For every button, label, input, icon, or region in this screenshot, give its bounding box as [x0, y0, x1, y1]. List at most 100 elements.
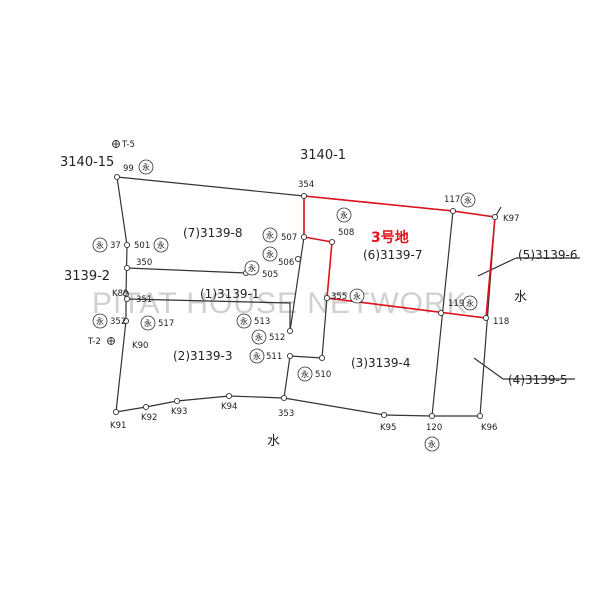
point-marker: [142, 403, 150, 411]
parcel-label: (1)3139-1: [200, 287, 260, 301]
stake-mark: 永: [244, 260, 260, 276]
point-label: 354: [298, 180, 314, 190]
point-marker: [112, 408, 120, 416]
point-label: 355: [331, 292, 347, 302]
svg-text:永: 永: [142, 162, 150, 172]
benchmark-t2: T-2: [87, 337, 115, 347]
stake-mark: 永: [251, 329, 267, 345]
stake-mark: 永: [336, 207, 352, 223]
point-label: K96: [481, 423, 497, 433]
line-351-512: [126, 298, 291, 331]
point-label: 117: [444, 195, 460, 205]
point-label: 513: [254, 317, 270, 327]
point-marker: [286, 327, 294, 335]
point-marker: [123, 241, 131, 249]
point-marker: [300, 233, 308, 241]
svg-text:永: 永: [266, 249, 274, 259]
stake-mark: 永: [349, 288, 365, 304]
svg-text:永: 永: [240, 316, 248, 326]
stake-mark: 永: [460, 192, 476, 208]
leader-4: [473, 357, 504, 380]
parcel-label: (5)3139-6: [518, 248, 578, 262]
point-label: 99: [123, 164, 134, 174]
point-marker: [437, 309, 445, 317]
point-label: 350: [136, 258, 152, 268]
point-marker: [113, 173, 121, 181]
stake-mark: 永: [153, 237, 169, 253]
parcel-label: 3140-1: [300, 148, 346, 163]
point-label: K91: [110, 421, 126, 431]
point-label: 507: [281, 233, 297, 243]
point-marker: [428, 412, 436, 420]
line-284-down: [283, 355, 291, 399]
line-510-355: [321, 297, 328, 359]
point-marker: [328, 238, 336, 246]
stake-mark: 永: [138, 159, 154, 175]
point-label: K92: [141, 413, 157, 423]
stake-mark: 永: [92, 237, 108, 253]
stake-mark: 永: [424, 436, 440, 452]
point-marker: [280, 394, 288, 402]
parcel-label: 3140-15: [60, 155, 114, 170]
bottom-boundary: [115, 395, 480, 417]
point-label: 510: [315, 370, 331, 380]
benchmark-t5-label: T-5: [121, 140, 135, 150]
point-label: 511: [266, 352, 282, 362]
water-label-south: 水: [267, 434, 280, 449]
point-label: 351: [136, 295, 152, 305]
survey-points: [112, 173, 499, 420]
point-marker: [173, 397, 181, 405]
point-marker: [323, 294, 331, 302]
benchmark-t2-label: T-2: [87, 337, 101, 347]
point-label: 353: [278, 409, 294, 419]
stake-mark: 永: [297, 366, 313, 382]
point-marker: [491, 213, 499, 221]
svg-text:永: 永: [353, 291, 361, 301]
point-marker: [286, 352, 294, 360]
point-label: K94: [221, 402, 237, 412]
svg-text:永: 永: [96, 240, 104, 250]
point-label: 352: [110, 317, 126, 327]
point-label: 517: [158, 319, 174, 329]
svg-text:永: 永: [96, 316, 104, 326]
parcel-label: (4)3139-5: [508, 373, 568, 387]
stake-mark: 永: [262, 246, 278, 262]
leader-5: [477, 257, 517, 277]
stake-mark: 永: [262, 227, 278, 243]
point-label: 120: [426, 423, 442, 433]
point-marker: [300, 192, 308, 200]
watermark: PITAT HOUSE NETWORK: [92, 287, 468, 320]
stake-mark: 永: [236, 313, 252, 329]
svg-text:永: 永: [428, 439, 436, 449]
point-label: 37: [110, 241, 121, 251]
stake-mark: 永: [462, 295, 478, 311]
svg-text:永: 永: [301, 369, 309, 379]
point-label: K89: [112, 289, 128, 299]
point-label: 506: [278, 258, 294, 268]
stake-mark: 永: [140, 315, 156, 331]
point-label: 512: [269, 333, 285, 343]
line-350-505: [126, 267, 247, 274]
line-511-510: [289, 355, 323, 359]
point-marker: [123, 264, 131, 272]
point-marker: [482, 314, 490, 322]
point-label: K90: [132, 341, 148, 351]
parcel-label: (6)3139-7: [363, 248, 423, 262]
point-labels: 99 354 117 K97 37 501 507 508 350 506 50…: [110, 164, 519, 433]
point-label: 505: [262, 270, 278, 280]
svg-text:永: 永: [266, 230, 274, 240]
parcel-label: (3)3139-4: [351, 356, 411, 370]
point-marker: [449, 207, 457, 215]
svg-text:永: 永: [144, 318, 152, 328]
point-marker: [122, 317, 130, 325]
point-label: K95: [380, 423, 396, 433]
highlighted-lot-outline: [303, 195, 496, 319]
point-marker: [294, 255, 302, 263]
point-label: 119: [448, 299, 464, 309]
point-label: K93: [171, 407, 187, 417]
svg-text:永: 永: [253, 351, 261, 361]
highlight-label: 3号地: [371, 229, 409, 246]
stake-mark: 永: [92, 313, 108, 329]
point-label: 501: [134, 241, 150, 251]
